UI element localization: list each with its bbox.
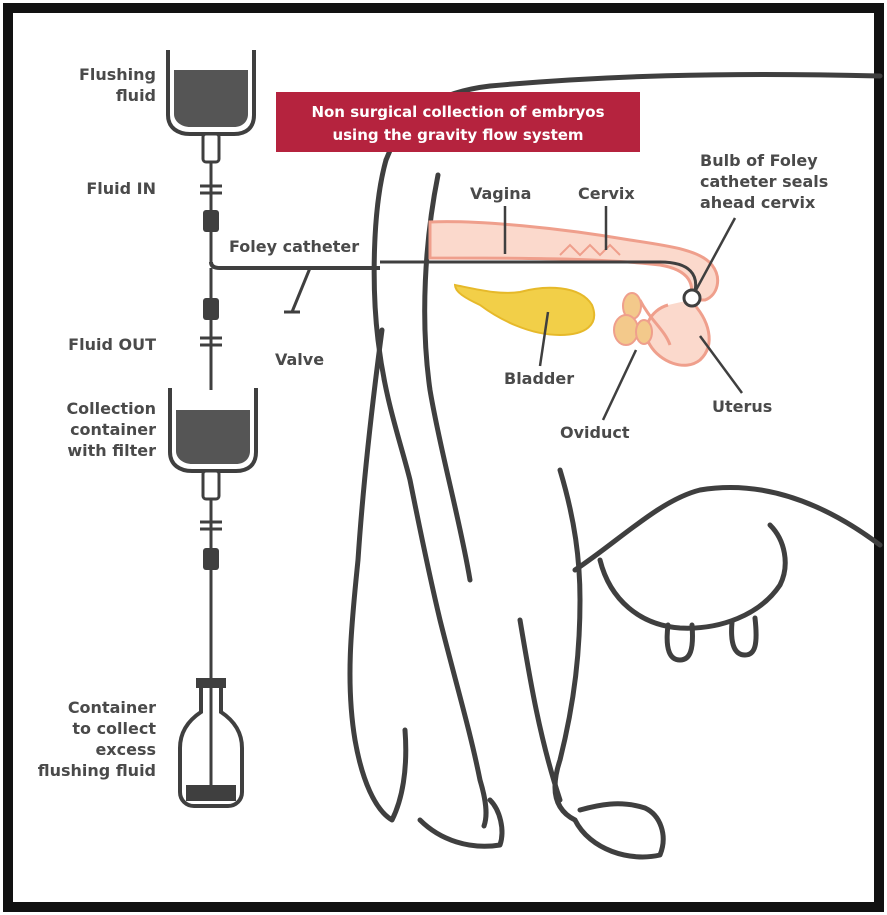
ovary-right <box>636 320 652 344</box>
label-flushing-fluid-1: Flushing <box>79 65 156 84</box>
label-collection-2: container <box>70 420 156 439</box>
label-fluid-in: Fluid IN <box>86 179 156 198</box>
label-excess-2: to collect <box>72 719 156 738</box>
label-bulb-3: ahead cervix <box>700 193 816 212</box>
label-bulb-2: catheter seals <box>700 172 828 191</box>
connector-in <box>203 210 219 232</box>
label-fluid-out: Fluid OUT <box>68 335 156 354</box>
drip-chamber-top <box>203 134 219 162</box>
label-cervix: Cervix <box>578 184 635 203</box>
foley-bulb <box>684 290 700 306</box>
connector-excess <box>203 548 219 570</box>
drip-chamber-bottom <box>203 471 219 499</box>
collection-fluid-level <box>176 410 250 464</box>
label-excess-4: flushing fluid <box>38 761 156 780</box>
flushing-fluid-level <box>174 70 248 127</box>
ovary-left <box>614 315 638 345</box>
label-collection-1: Collection <box>66 399 156 418</box>
label-excess-1: Container <box>68 698 156 717</box>
label-bladder: Bladder <box>504 369 574 388</box>
title-line-2: using the gravity flow system <box>332 126 583 144</box>
label-excess-3: excess <box>95 740 156 759</box>
label-collection-3: with filter <box>67 441 156 460</box>
label-uterus: Uterus <box>712 397 772 416</box>
bottle-cap <box>196 678 226 688</box>
label-vagina: Vagina <box>470 184 531 203</box>
label-foley-catheter: Foley catheter <box>229 237 359 256</box>
bottle-fluid <box>186 785 236 801</box>
connector-out <box>203 298 219 320</box>
label-bulb-1: Bulb of Foley <box>700 151 818 170</box>
label-oviduct: Oviduct <box>560 423 630 442</box>
label-valve: Valve <box>275 350 324 369</box>
title-line-1: Non surgical collection of embryos <box>311 103 604 121</box>
label-flushing-fluid-2: fluid <box>116 86 156 105</box>
